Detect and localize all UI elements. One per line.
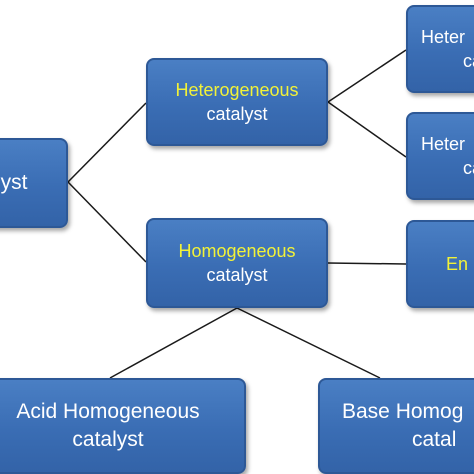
connector-homogeneous-base	[236, 307, 381, 379]
enzyme-label: En	[446, 253, 469, 274]
acid-homogeneous-catalyst-node: Acid Homogeneous catalyst	[0, 378, 246, 474]
heterogeneous-label-line1: Heterogeneous	[175, 79, 299, 100]
heterogeneous-label-line2: catalyst	[206, 104, 268, 124]
heterogeneous-child-2-line1: Heter	[421, 133, 466, 154]
connector-homogeneous-acid	[109, 307, 238, 379]
heterogeneous-child-node-2: Heter ca	[406, 112, 474, 200]
catalyst-root-node: yst	[0, 138, 68, 228]
connector-root-homogeneous	[67, 181, 147, 263]
heterogeneous-child-node-1: Heter ca	[406, 5, 474, 93]
homogeneous-catalyst-node: Homogeneous catalyst	[146, 218, 328, 308]
homogeneous-label-line1: Homogeneous	[178, 240, 296, 261]
heterogeneous-child-2-line2: ca	[463, 158, 474, 178]
base-homogeneous-label-line1: Base Homog	[342, 399, 464, 423]
base-homogeneous-catalyst-node: Base Homog catal	[318, 378, 474, 474]
connector-heterogeneous-child-2	[327, 101, 407, 158]
acid-homogeneous-label-line1: Acid Homogeneous	[16, 399, 200, 423]
connector-homogeneous-enzyme	[327, 262, 407, 265]
base-homogeneous-label-line2: catal	[412, 428, 457, 451]
acid-homogeneous-label-line2: catalyst	[72, 428, 144, 451]
heterogeneous-catalyst-node: Heterogeneous catalyst	[146, 58, 328, 146]
catalyst-root-label: yst	[0, 170, 28, 194]
heterogeneous-child-1-line1: Heter	[421, 26, 466, 47]
connector-root-heterogeneous	[67, 102, 147, 183]
connector-heterogeneous-child-1	[327, 49, 407, 103]
heterogeneous-child-1-line2: ca	[463, 51, 474, 71]
enzyme-catalyst-node: En	[406, 220, 474, 308]
homogeneous-label-line2: catalyst	[206, 265, 268, 285]
